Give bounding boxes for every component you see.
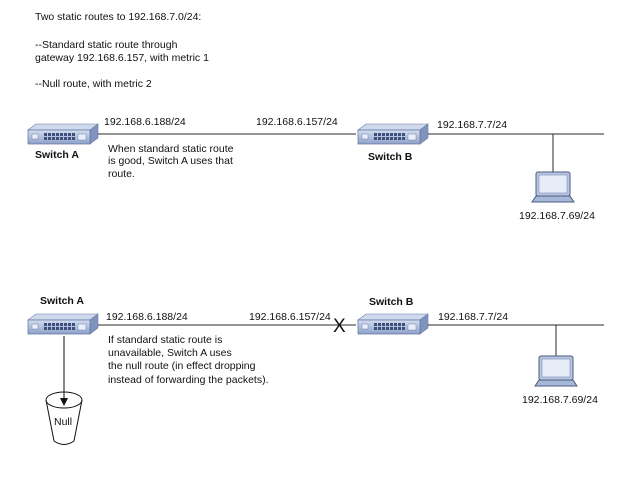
null-label: Null (54, 416, 72, 428)
intro-line-1: Two static routes to 192.168.7.0/24: (35, 11, 201, 23)
bottom-switch-b-icon (357, 313, 429, 335)
top-addr-lan: 192.168.7.7/24 (437, 119, 507, 131)
intro-line-3: gateway 192.168.6.157, with metric 1 (35, 52, 209, 64)
bottom-addr-lan: 192.168.7.7/24 (438, 311, 508, 323)
top-note-line-2: is good, Switch A uses that (108, 155, 233, 167)
top-laptop-addr: 192.168.7.69/24 (519, 210, 595, 222)
top-switch-a-label: Switch A (35, 149, 79, 161)
bottom-switch-a-label: Switch A (40, 295, 84, 307)
top-switch-b-label: Switch B (368, 151, 413, 163)
bottom-note-line-1: If standard static route is (108, 334, 222, 346)
top-switch-a-icon (27, 123, 99, 145)
bottom-note-line-4: instead of forwarding the packets). (108, 374, 269, 386)
null-bin-icon (45, 336, 83, 445)
top-addr-a: 192.168.6.188/24 (104, 116, 186, 128)
top-laptop-icon (531, 171, 575, 203)
bottom-switch-b-label: Switch B (369, 296, 414, 308)
bottom-switch-a-icon (27, 313, 99, 335)
bottom-note-line-2: unavailable, Switch A uses (108, 347, 232, 359)
top-switch-b-icon (357, 123, 429, 145)
top-note-line-3: route. (108, 168, 135, 180)
bottom-laptop-addr: 192.168.7.69/24 (522, 394, 598, 406)
bottom-addr-a: 192.168.6.188/24 (106, 311, 188, 323)
top-note-line-1: When standard static route (108, 143, 234, 155)
link-break-mark: X (333, 316, 346, 337)
bottom-laptop-icon (534, 355, 578, 387)
top-addr-b: 192.168.6.157/24 (256, 116, 338, 128)
intro-line-2: --Standard static route through (35, 39, 178, 51)
bottom-addr-b: 192.168.6.157/24 (249, 311, 331, 323)
intro-line-4: --Null route, with metric 2 (35, 78, 152, 90)
bottom-note-line-3: the null route (in effect dropping (108, 360, 256, 372)
